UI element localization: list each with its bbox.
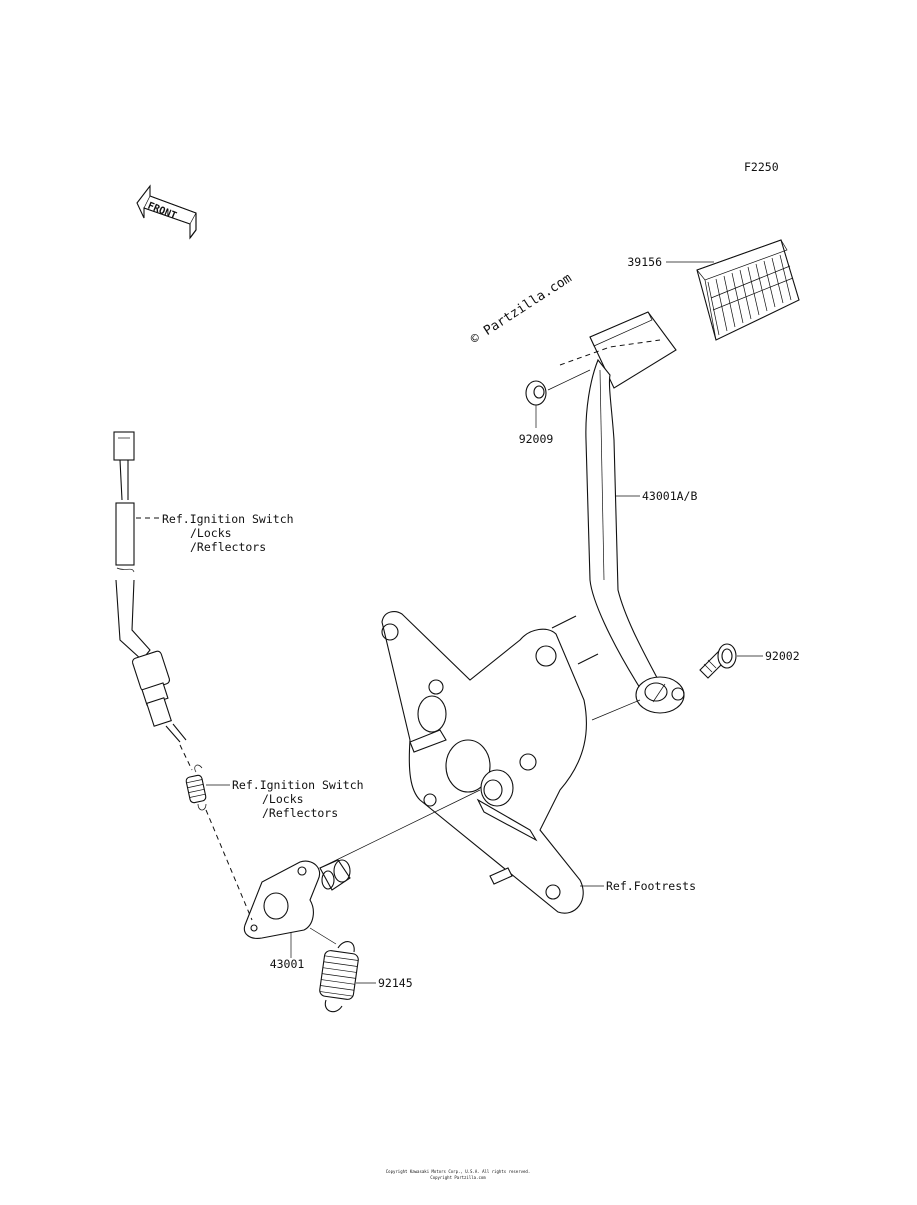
label-spring: 92145 [378,976,413,990]
brake-switch [115,579,187,743]
brake-switch-connector [113,431,135,573]
label-ref-switch-mid-3: /Reflectors [262,806,338,820]
front-arrow-icon: FRONT [136,184,197,240]
label-ref-switch-mid-2: /Locks [262,792,304,806]
assembly-line-shaft [319,789,481,869]
label-cotter-pin: 92009 [519,432,554,446]
watermark: © Partzilla.com [468,271,575,348]
footrest-bracket [381,611,599,914]
brake-lever [243,859,351,939]
return-spring [319,941,359,1013]
copyright-line-1: Copyright Kawasaki Motors Corp., U.S.A. … [386,1169,531,1174]
label-ref-switch-top-2: /Locks [190,526,232,540]
brake-pedal [585,311,685,714]
cotter-pin [525,369,591,406]
label-brake-pedal: 43001A/B [642,489,697,503]
assembly-line-spring-lever [205,809,253,921]
copyright-line-2: Copyright Partzilla.com [430,1175,486,1180]
label-bolt: 92002 [765,649,800,663]
label-pedal-pad: 39156 [627,255,662,269]
bolt [699,643,737,679]
label-ref-switch-top-3: /Reflectors [190,540,266,554]
assembly-line-spring [309,927,337,945]
label-lever: 43001 [270,957,305,971]
label-ref-footrests: Ref.Footrests [606,879,696,893]
switch-spring [185,764,207,811]
assembly-line-switch-spring [179,744,193,771]
label-ref-switch-mid-1: Ref.Ignition Switch [232,778,364,792]
label-ref-switch-top-1: Ref.Ignition Switch [162,512,294,526]
pedal-pad [696,239,800,341]
assembly-line-pedal-pivot [591,699,641,721]
diagram-code: F2250 [744,160,779,174]
